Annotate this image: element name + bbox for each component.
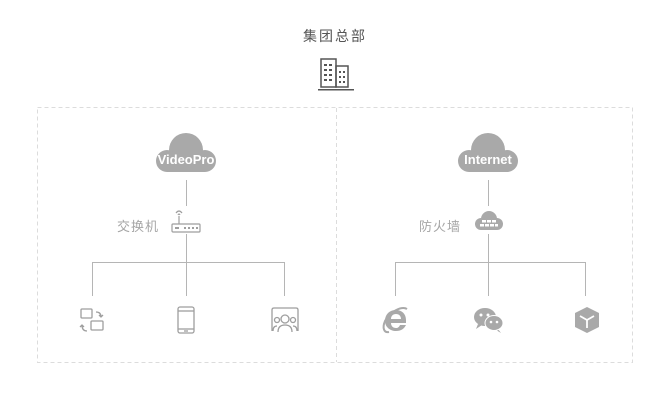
cube-app-icon	[575, 307, 599, 333]
headquarters-title: 集团总部	[303, 28, 367, 44]
videopro-cloud: VideoPro	[156, 133, 216, 172]
firewall-cloud-icon	[475, 211, 503, 230]
mobile-phone-icon	[177, 306, 195, 334]
videopro-cloud-label: VideoPro	[158, 152, 215, 167]
internet-explorer-icon	[382, 307, 408, 334]
screen-share-devices-icon	[79, 308, 104, 332]
internet-cloud-label: Internet	[464, 152, 512, 167]
switch-label: 交换机	[117, 219, 160, 234]
video-conference-icon	[271, 307, 299, 333]
router-switch-icon	[171, 210, 201, 233]
office-building-icon	[318, 58, 354, 91]
wechat-icon	[474, 308, 504, 333]
firewall-label: 防火墙	[419, 219, 462, 234]
internet-cloud: Internet	[458, 133, 518, 172]
